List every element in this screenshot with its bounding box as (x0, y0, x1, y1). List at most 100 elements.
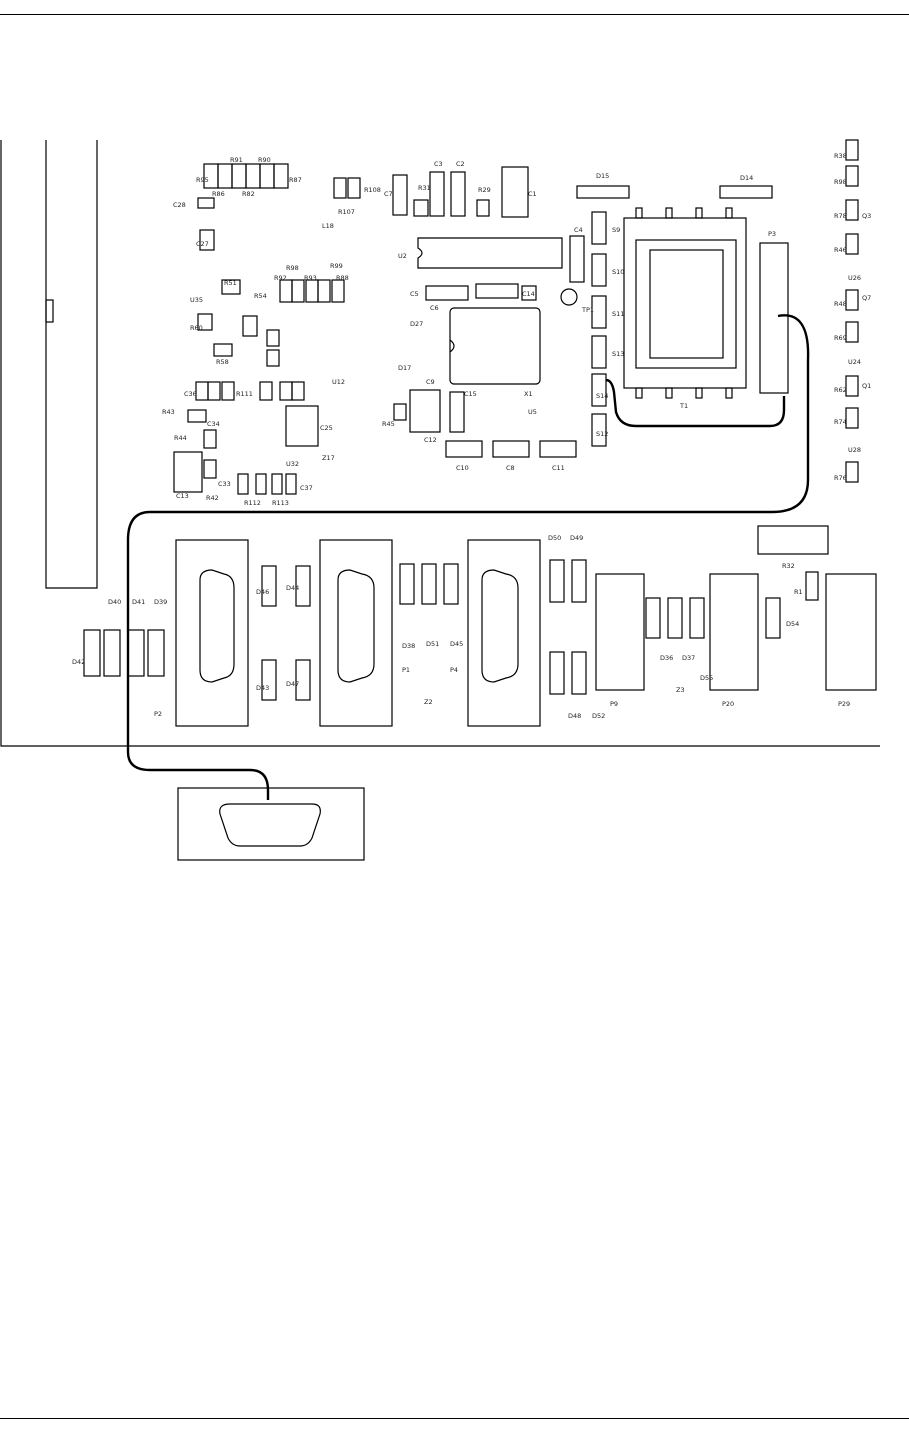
board-outline (0, 140, 880, 747)
component-label: R32 (782, 562, 795, 570)
component-label: TP1 (581, 306, 594, 314)
component-label: D40 (108, 598, 121, 606)
component-label: C28 (173, 201, 186, 209)
component-label: D14 (740, 174, 753, 182)
component-label: R86 (212, 190, 225, 198)
component-label: R60 (190, 324, 203, 332)
component-label: R42 (206, 494, 219, 502)
component-label: R88 (336, 274, 349, 282)
component-label: D50 (548, 534, 561, 542)
component-label: C12 (424, 436, 437, 444)
component-label: R48 (834, 300, 847, 308)
component-label: R92 (274, 274, 287, 282)
dsub-connector-p1 (319, 539, 393, 727)
component-label: C36 (184, 390, 197, 398)
component-label: Z3 (676, 686, 685, 694)
component-label: C25 (320, 424, 333, 432)
component-label: D27 (410, 320, 423, 328)
component-label: R90 (258, 156, 271, 164)
component-label: C11 (552, 464, 565, 472)
component-label: C27 (196, 240, 209, 248)
cable-route (126, 314, 810, 800)
component-label: S13 (612, 350, 624, 358)
component-label: U26 (848, 274, 861, 282)
page-header-rule (0, 14, 909, 15)
external-dsub-connector (177, 787, 365, 861)
dsub-connector-p4 (467, 539, 541, 727)
component-label: C1 (528, 190, 537, 198)
component-label: R54 (254, 292, 267, 300)
component-label: C9 (426, 378, 435, 386)
component-label: S14 (596, 392, 608, 400)
component-label: S10 (612, 268, 624, 276)
component-label: R45 (382, 420, 395, 428)
component-label: R107 (338, 208, 355, 216)
component-label: D37 (682, 654, 695, 662)
component-label: C13 (176, 492, 189, 500)
component-label: D45 (450, 640, 463, 648)
component-label: D48 (568, 712, 581, 720)
component-label: C5 (410, 290, 419, 298)
component-label: R99 (330, 262, 343, 270)
component-label: P3 (768, 230, 776, 238)
component-label: R43 (162, 408, 175, 416)
crystal (449, 307, 541, 385)
component-label: Q1 (862, 382, 871, 390)
cable-route-t1 (605, 378, 786, 428)
component-label: U5 (528, 408, 537, 416)
component-label: X1 (524, 390, 533, 398)
component-label: R111 (236, 390, 253, 398)
component-label: U24 (848, 358, 861, 366)
component-label: R93 (304, 274, 317, 282)
component-label: R112 (244, 499, 261, 507)
component-label: R31 (418, 184, 431, 192)
terminal-p20 (709, 573, 759, 691)
component-label: R44 (174, 434, 187, 442)
component-label: D39 (154, 598, 167, 606)
component-label: C14 (522, 290, 535, 298)
page-footer-rule (0, 1418, 909, 1419)
component-label: U32 (286, 460, 299, 468)
component-label: D55 (700, 674, 713, 682)
component-label: D51 (426, 640, 439, 648)
component-label: Z17 (322, 454, 335, 462)
left-module (45, 140, 98, 589)
component-label: D54 (786, 620, 799, 628)
component-label: R108 (364, 186, 381, 194)
component-label: D17 (398, 364, 411, 372)
terminal-p9 (595, 573, 645, 691)
terminal-p29 (825, 573, 877, 691)
component-label: C37 (300, 484, 313, 492)
component-label: R91 (230, 156, 243, 164)
component-label: C8 (506, 464, 515, 472)
component-label: R87 (289, 176, 302, 184)
component-label: D44 (286, 584, 299, 592)
component-labels: R91 R90 R95 R86 R82 R87 C28 C27 R51 U35 … (72, 152, 871, 720)
component-label: R29 (478, 186, 491, 194)
connector-p3 (759, 242, 789, 394)
component-label: P9 (610, 700, 618, 708)
component-label: C2 (456, 160, 465, 168)
component-label: R74 (834, 418, 847, 426)
component-label: C4 (574, 226, 583, 234)
component-label: C33 (218, 480, 231, 488)
component-label: L18 (322, 222, 334, 230)
component-label: D15 (596, 172, 609, 180)
component-label: R95 (196, 176, 209, 184)
component-label: U2 (398, 252, 407, 260)
component-label: R78 (834, 212, 847, 220)
transformer-t1 (623, 207, 747, 399)
component-label: P29 (838, 700, 850, 708)
component-label: D47 (286, 680, 299, 688)
component-label: Z2 (424, 698, 433, 706)
component-label: D46 (256, 588, 269, 596)
component-label: D38 (402, 642, 415, 650)
component-label: R98 (834, 178, 847, 186)
component-label: D43 (256, 684, 269, 692)
component-label: C34 (207, 420, 220, 428)
component-label: R38 (834, 152, 847, 160)
component-label: R51 (224, 279, 237, 287)
component-label: D41 (132, 598, 145, 606)
component-label: R62 (834, 386, 847, 394)
